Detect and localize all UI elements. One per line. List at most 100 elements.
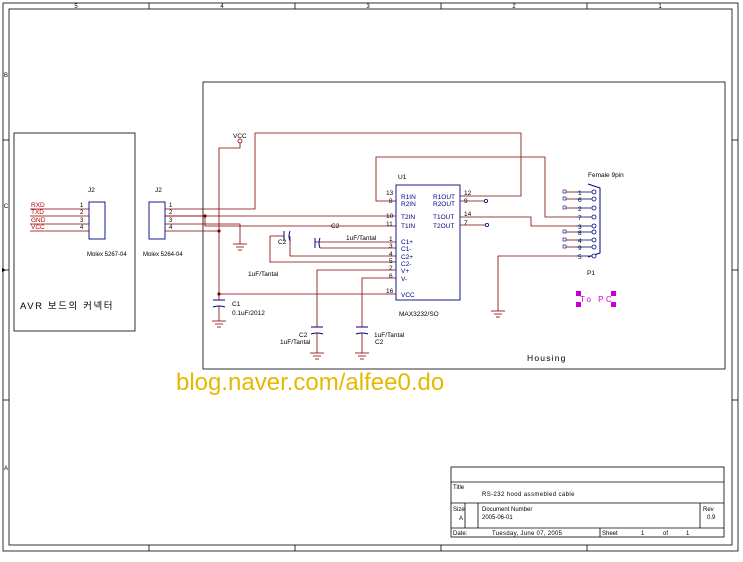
- j2-right-body: [148, 201, 166, 240]
- u1-num-7: 7: [464, 220, 468, 227]
- j2-left-part: Molex 5267-04: [87, 252, 127, 258]
- zone-top-3: 3: [366, 4, 370, 10]
- u1-num-10: 10: [386, 213, 394, 220]
- u1-pin-r1in: R1IN: [401, 194, 416, 201]
- capacitor-c1: C1 0.1uF/2012: [212, 299, 265, 317]
- u1-pin-t2out: T2OUT: [433, 223, 454, 230]
- tb-of: 1: [686, 531, 690, 537]
- u1-num-9: 9: [464, 198, 468, 205]
- to-pc-marker[interactable]: To PC: [576, 291, 616, 307]
- tb-date: Tuesday, June 07, 2005: [492, 531, 563, 537]
- title-block: Title RS-232 hood assmebled cable Size A…: [450, 466, 725, 538]
- u1-num-4: 4: [389, 251, 393, 258]
- p1-pin-5: 5: [578, 254, 582, 261]
- u1-pin-t2in: T2IN: [401, 214, 415, 221]
- u1-num-2: 2: [389, 265, 393, 272]
- p1-pin-8: 8: [578, 230, 582, 237]
- u1-max3232: U1 MAX3232/SO R1IN R2IN T2IN T1IN C1+ C1…: [386, 174, 489, 318]
- ground-icon: [212, 320, 226, 328]
- p1-pin-2: 2: [578, 206, 582, 213]
- p1-pin-4: 4: [578, 238, 582, 245]
- u1-num-13: 13: [386, 190, 394, 197]
- tb-date-label: Date:: [453, 531, 468, 537]
- u1-pin-vp: V+: [401, 268, 409, 275]
- to-pc-label: To PC: [580, 295, 614, 304]
- schematic-wires: [165, 132, 576, 327]
- p1-db9-connector: Female 9pin P1 1 6 2 7 3 8 4 9: [562, 172, 624, 277]
- c2-bl-ref: C2: [299, 332, 308, 339]
- zone-top-4: 2: [512, 4, 516, 10]
- u1-pin-r2out: R2OUT: [433, 201, 455, 208]
- j2-left-pin-4: 4: [80, 225, 84, 231]
- capacitor-c2-bottom-left: C2 1uF/Tantal: [280, 326, 324, 353]
- sheet-border: [2, 2, 739, 552]
- j2-right-part: Molex 5264-04: [143, 252, 183, 258]
- c2-mid-value: 1uF/Tantal: [248, 271, 279, 278]
- signal-rxd: RXD: [31, 202, 45, 209]
- p1-pin-3: 3: [578, 224, 582, 231]
- u1-num-16: 16: [386, 288, 394, 295]
- c1-ref: C1: [232, 301, 241, 308]
- c2-top-value: 1uF/Tantal: [346, 235, 377, 242]
- c2-br-value: 1uF/Tantal: [374, 332, 405, 339]
- capacitor-c2-bottom-right: 1uF/Tantal C2: [355, 326, 405, 353]
- u1-pin-c1m: C1-: [401, 246, 411, 253]
- ground-icon: [355, 352, 369, 360]
- u1-part: MAX3232/SO: [399, 311, 439, 318]
- c2-br-ref: C2: [375, 339, 384, 346]
- capacitor-c2-mid: C2 1uF/Tantal: [248, 230, 291, 278]
- j2-left-body: [88, 201, 106, 240]
- housing-label: Housing: [527, 353, 567, 363]
- zone-top-2: 4: [220, 4, 224, 10]
- vcc-label: VCC: [233, 133, 247, 140]
- j2-right-pin-4: 4: [169, 225, 173, 231]
- p1-pin-1: 1: [578, 190, 582, 197]
- u1-pin-c2m: C2-: [401, 261, 411, 268]
- vcc-symbol: VCC: [233, 133, 247, 144]
- edge-marker-icon: [2, 268, 6, 272]
- u1-pin-t1out: T1OUT: [433, 214, 454, 221]
- ground-icon: [491, 310, 505, 318]
- j2-right-pin-3: 3: [169, 218, 173, 224]
- u1-num-1: 1: [389, 236, 393, 243]
- u1-num-8: 8: [389, 198, 393, 205]
- j2-left-pin-1: 1: [80, 203, 84, 209]
- u1-pin-r1out: R1OUT: [433, 194, 455, 201]
- u1-ref: U1: [398, 174, 407, 181]
- j2-left-connector: J2 RXD TXD GND VCC 1 2 3 4 Molex 5267-04: [30, 187, 127, 258]
- u1-num-6: 6: [389, 273, 393, 280]
- junction-dots: [203, 214, 221, 296]
- tb-title-label: Title: [453, 485, 465, 491]
- u1-num-14: 14: [464, 211, 472, 218]
- tb-sheet: 1: [641, 531, 645, 537]
- j2-right-pin-1: 1: [169, 203, 173, 209]
- avr-board-label: AVR 보드의 커넥터: [20, 301, 114, 312]
- tb-rev-label: Rev: [703, 507, 714, 513]
- j2-right-pin-2: 2: [169, 210, 173, 216]
- u1-body: [395, 184, 461, 301]
- c2-top-ref: C2: [331, 223, 340, 230]
- avr-board-box: [13, 132, 136, 332]
- tb-size: A: [459, 516, 463, 522]
- u1-pin-r2in: R2IN: [401, 201, 416, 208]
- p1-title: Female 9pin: [588, 172, 624, 179]
- u1-pin-vcc: VCC: [401, 292, 415, 299]
- zone-top-1: 5: [74, 4, 78, 10]
- blog-watermark[interactable]: blog.naver.com/alfee0.do: [176, 369, 444, 396]
- p1-pin-7: 7: [578, 215, 582, 222]
- p1-ref: P1: [587, 270, 595, 277]
- ground-icon: [310, 352, 324, 360]
- tb-sheet-label: Sheet: [602, 531, 618, 537]
- j2-right-ref: J2: [155, 187, 162, 194]
- u1-pin-vm: V-: [401, 276, 407, 283]
- j2-left-ref: J2: [88, 187, 95, 194]
- j2-right-connector: J2 1 2 3 4 Molex 5264-04: [143, 187, 183, 258]
- housing-box: [202, 81, 726, 370]
- u1-num-12: 12: [464, 190, 472, 197]
- zone-side-2: C: [4, 204, 9, 210]
- zone-side-3: A: [4, 466, 8, 472]
- c2-mid-ref: C2: [278, 239, 287, 246]
- signal-gnd: GND: [31, 217, 46, 224]
- ground-icon: [233, 243, 247, 251]
